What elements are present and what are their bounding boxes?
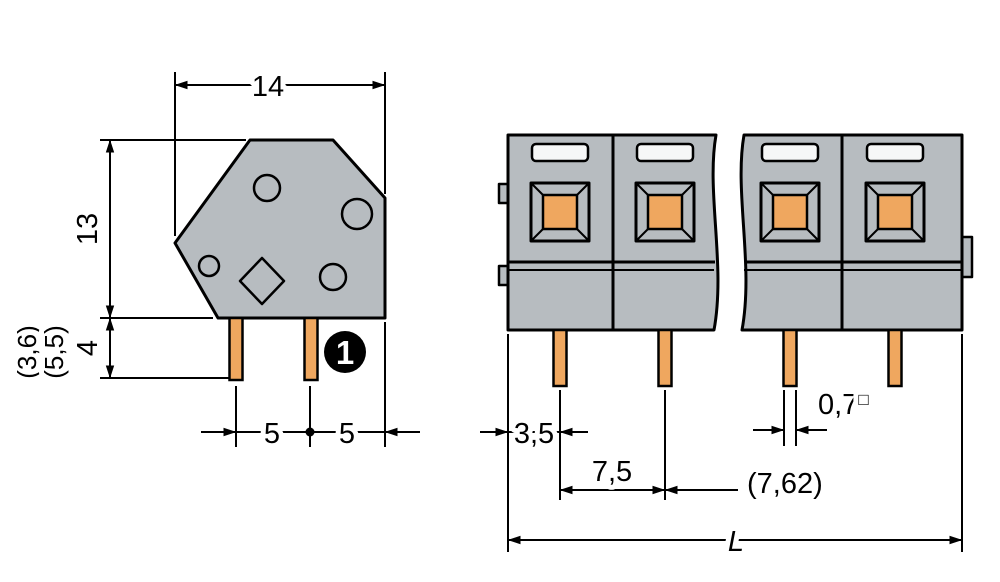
dim-label-alt-1: (3,6) [12,325,42,378]
position-badge-label: 1 [336,334,354,371]
dim-label-width: 14 [252,71,284,103]
position-badge [324,331,366,373]
dimension-dot [305,427,315,437]
dim-label-pin-cross-section: 0,7□ [818,389,869,421]
dim-label-pin-length: 4 [72,340,104,356]
dim-label-height: 13 [72,213,104,245]
dim-label-alt-2: (5,5) [39,325,69,378]
dim-label-total-length: L [728,526,744,558]
round-hole [318,262,348,292]
round-hole [340,197,374,231]
round-hole [252,173,282,203]
dim-label-pin-spacing-right: 5 [339,418,355,450]
front-view [497,133,974,388]
square-symbol: □ [858,390,868,409]
solder-pin-side [228,316,244,382]
side-view: 1 [173,138,387,382]
diamond-hole [238,256,286,306]
round-hole [197,254,221,278]
dim-label-edge-to-pin: 3,5 [514,418,554,450]
dim-label-pin-spacing-left: 5 [264,418,280,450]
solder-pin-side [303,316,319,382]
dim-label-pitch-alt: (7,62) [747,468,823,500]
dim-label-pin-cross-section-value: 0,7 [818,389,858,421]
dim-label-pitch: 7,5 [592,456,632,488]
dimensions-front-view: 3,5 7,5 (7,62) 0,7□ L [480,334,963,563]
